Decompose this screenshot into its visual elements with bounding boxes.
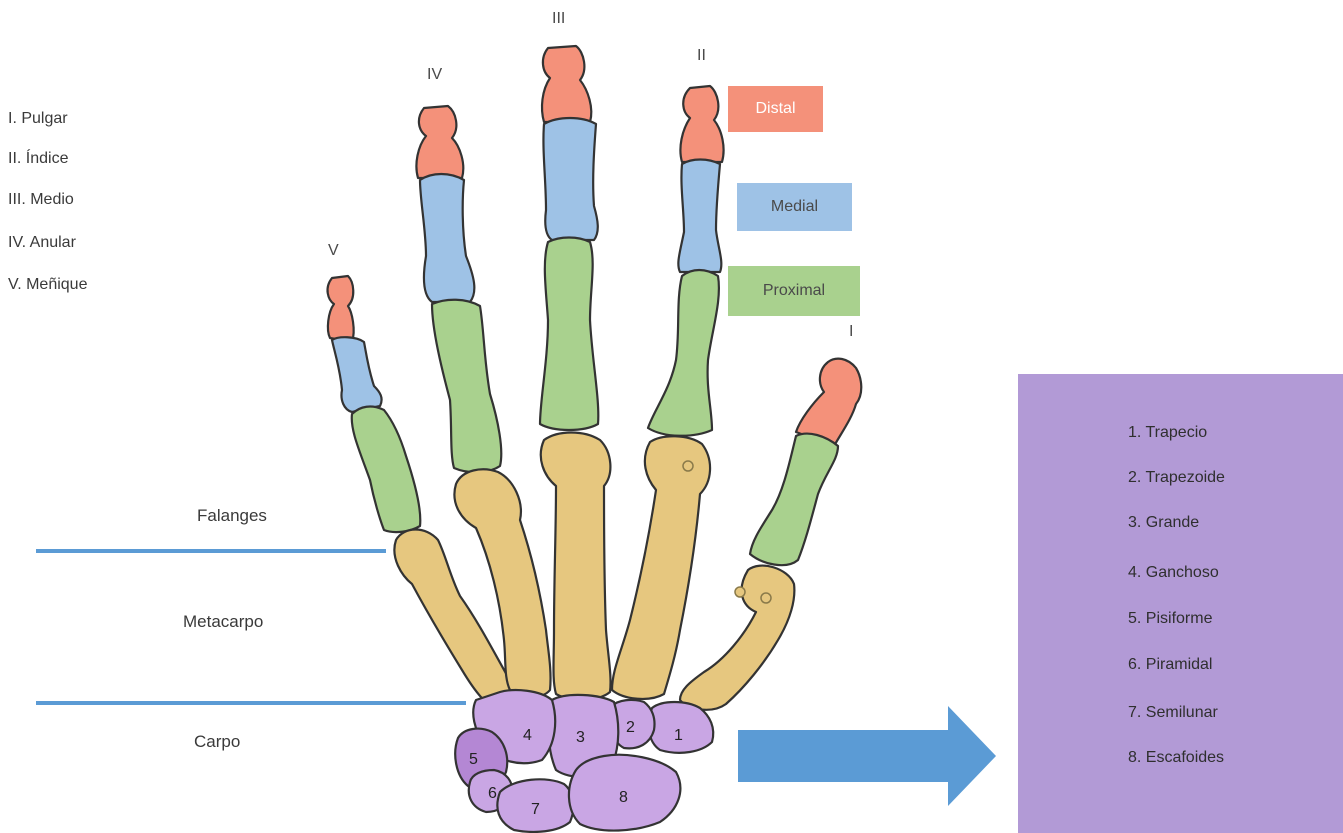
metacarpal-iii — [541, 433, 611, 700]
carpal-number-8: 8 — [619, 789, 628, 806]
finger-ii-proximal-phalanx — [648, 270, 719, 436]
finger-numeral-i: I — [849, 323, 853, 341]
finger-numeral-ii: II — [697, 47, 706, 65]
carpal-item-grande: 3. Grande — [1128, 514, 1199, 532]
divider-falanges-metacarpo — [36, 549, 386, 553]
finger-iv-distal-phalanx — [416, 106, 463, 178]
finger-ii-medial-phalanx — [678, 160, 721, 273]
legend-medial: Medial — [737, 183, 852, 231]
finger-v-proximal-phalanx — [352, 407, 421, 533]
carpal-bones-panel: 1. Trapecio 2. Trapezoide 3. Grande 4. G… — [1018, 374, 1343, 833]
legend-distal: Distal — [728, 86, 823, 132]
carpal-number-1: 1 — [674, 727, 683, 744]
finger-v-medial-phalanx — [332, 337, 382, 412]
carpal-item-semilunar: 7. Semilunar — [1128, 704, 1218, 722]
carpal-number-6: 6 — [488, 785, 497, 802]
carpal-item-trapezoide: 2. Trapezoide — [1128, 469, 1225, 487]
divider-metacarpo-carpo — [36, 701, 466, 705]
carpal-number-4: 4 — [523, 727, 532, 744]
finger-iii-proximal-phalanx — [540, 238, 598, 431]
region-label-metacarpo: Metacarpo — [183, 612, 263, 632]
carpal-item-escafoides: 8. Escafoides — [1128, 749, 1224, 767]
carpal-item-ganchoso: 4. Ganchoso — [1128, 564, 1219, 582]
finger-numeral-iii: III — [552, 10, 565, 28]
carpal-number-5: 5 — [469, 751, 478, 768]
carpal-item-pisiforme: 5. Pisiforme — [1128, 610, 1212, 628]
finger-iii-distal-phalanx — [542, 46, 591, 122]
carpal-number-3: 3 — [576, 729, 585, 746]
legend-proximal: Proximal — [728, 266, 860, 316]
arrow-icon — [738, 706, 998, 806]
finger-iv-medial-phalanx — [420, 174, 474, 302]
finger-numeral-iv: IV — [427, 66, 442, 84]
carpal-item-piramidal: 6. Piramidal — [1128, 656, 1212, 674]
carpal-item-trapecio: 1. Trapecio — [1128, 424, 1207, 442]
finger-numeral-v: V — [328, 242, 339, 260]
metacarpal-ii — [612, 436, 710, 699]
carpal-number-7: 7 — [531, 801, 540, 818]
region-label-carpo: Carpo — [194, 732, 240, 752]
carpal-number-2: 2 — [626, 719, 635, 736]
finger-iv-proximal-phalanx — [432, 300, 501, 473]
finger-i-proximal-phalanx — [750, 434, 838, 566]
finger-iii-medial-phalanx — [543, 118, 597, 240]
finger-ii-distal-phalanx — [680, 86, 723, 162]
finger-v-distal-phalanx — [328, 276, 354, 342]
region-label-falanges: Falanges — [197, 506, 267, 526]
